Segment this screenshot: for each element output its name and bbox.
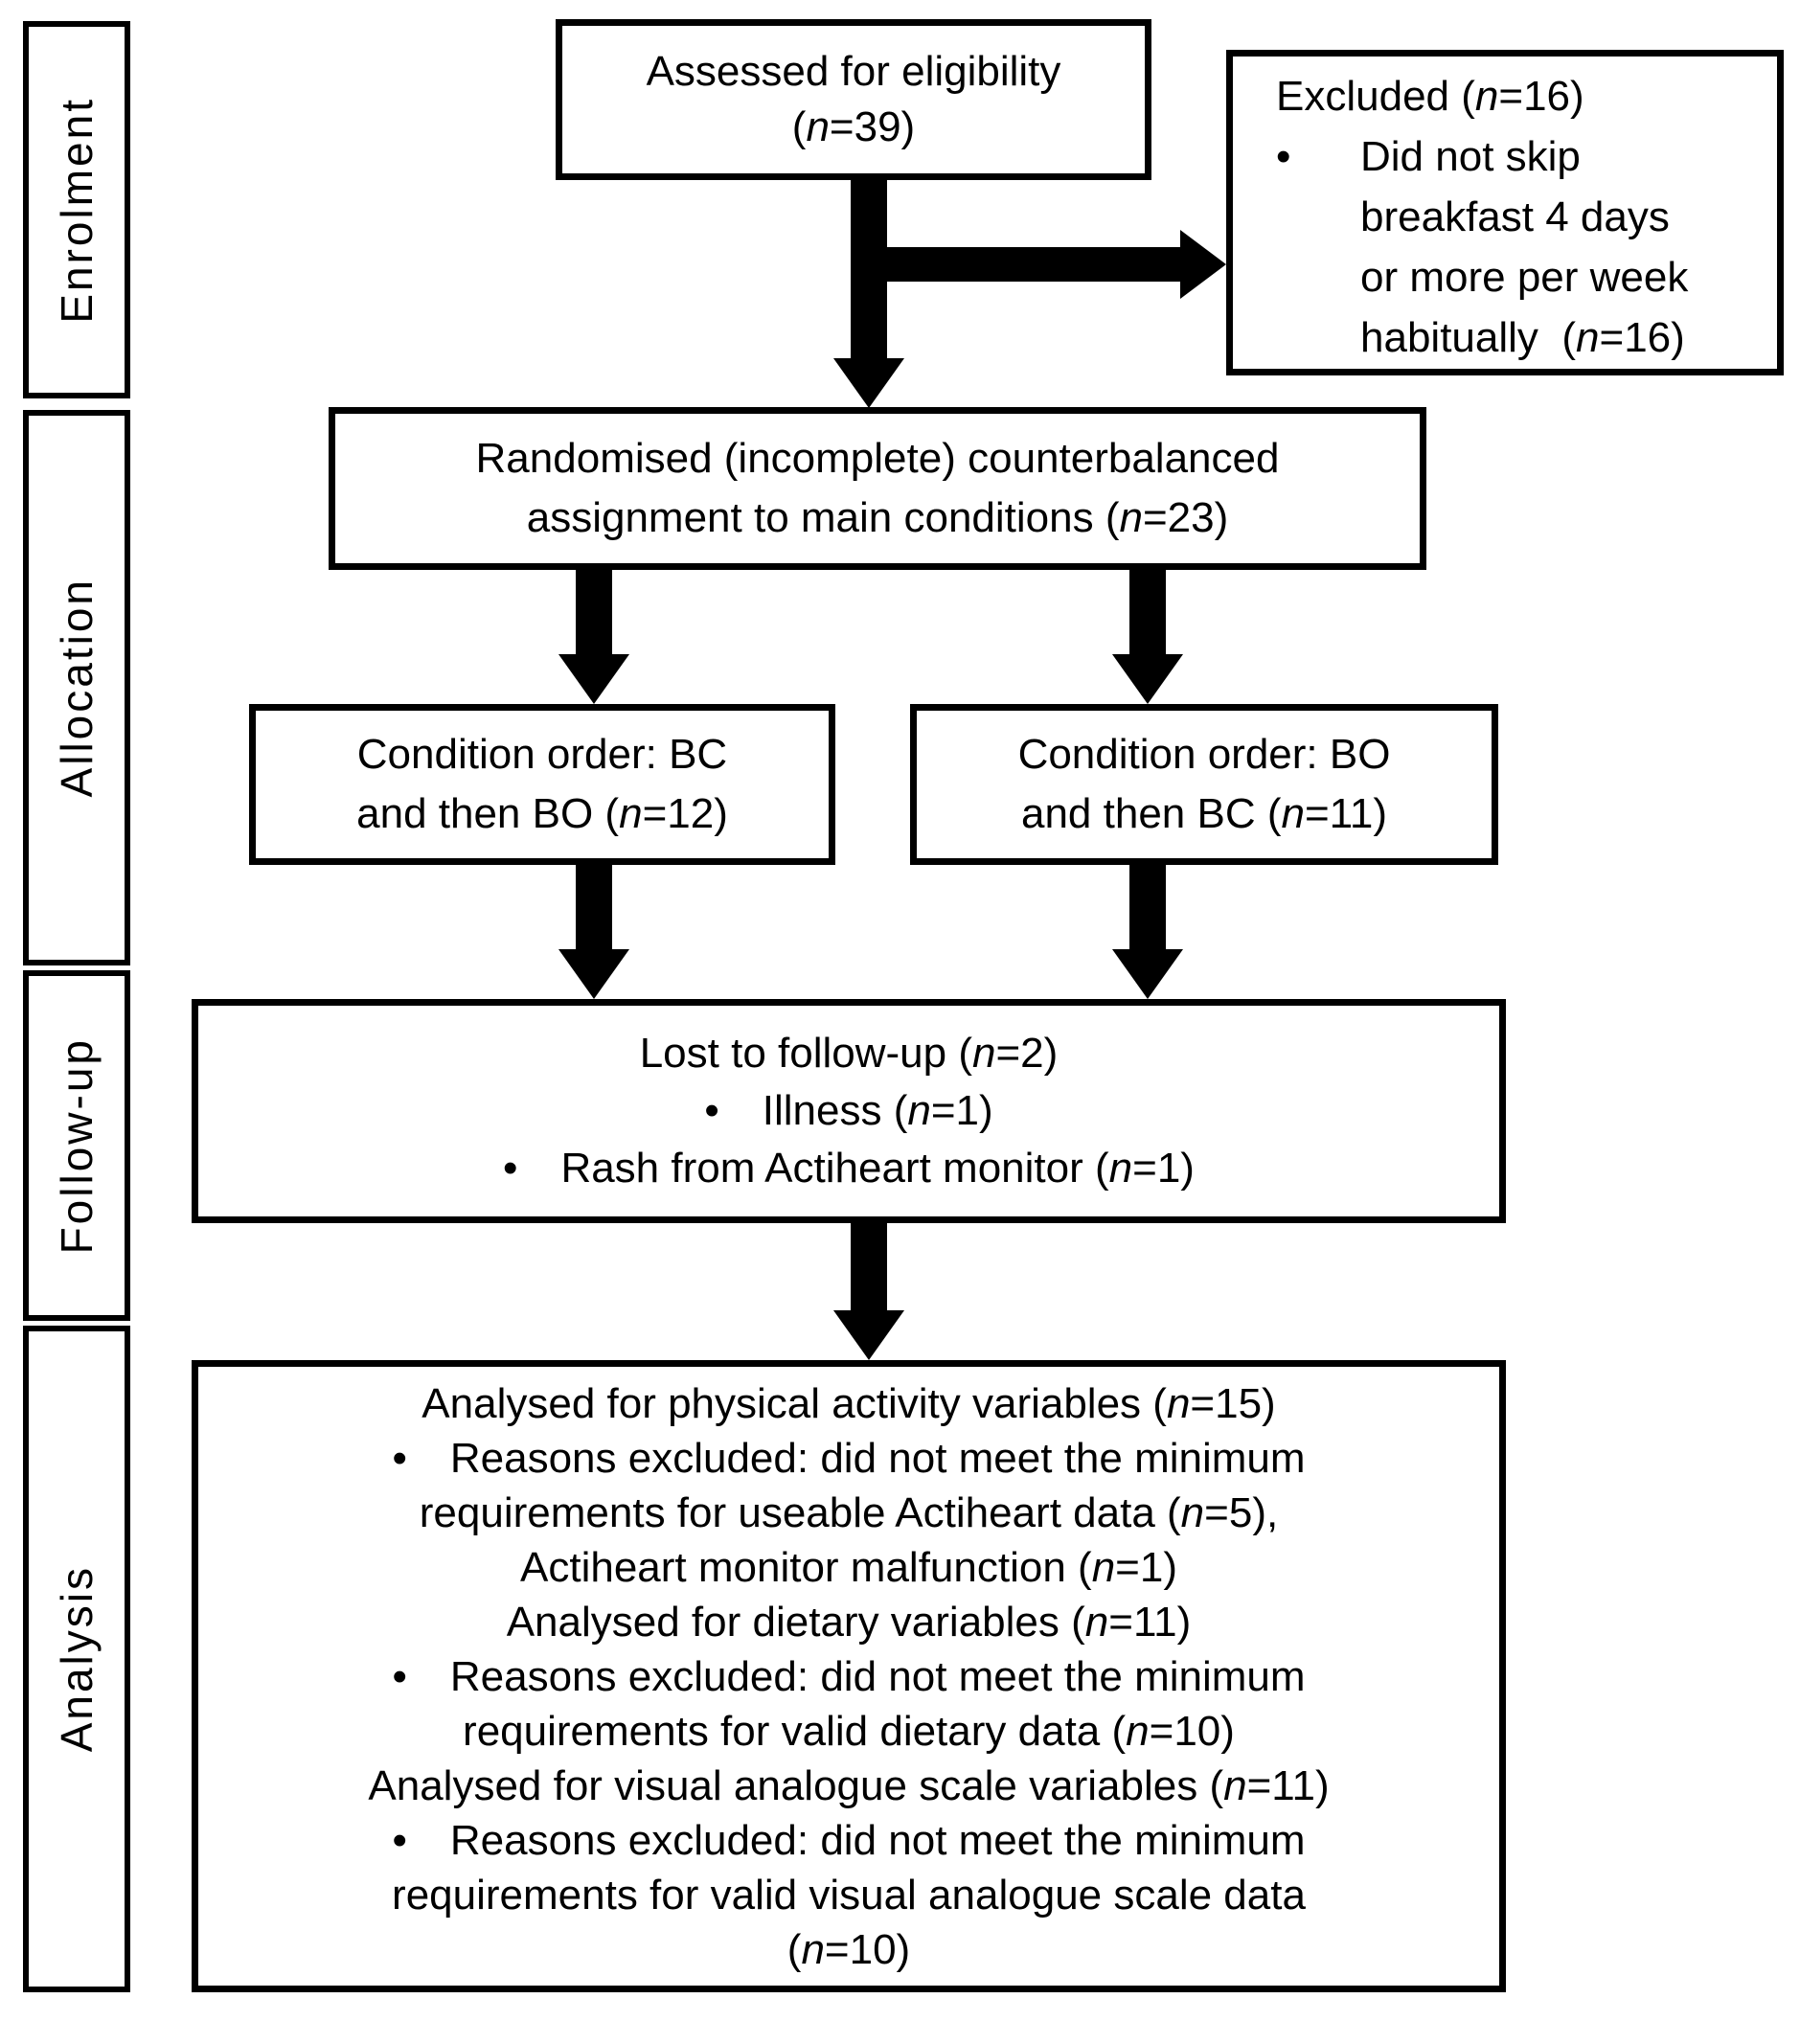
stage-label-analysis: Analysis <box>52 1565 102 1753</box>
assessed-for-eligibility-box: Assessed for eligibility (n=39) <box>556 19 1151 180</box>
text-line: Condition order: BO <box>1017 731 1391 778</box>
randomised-text: Randomised (incomplete) counterbalanced a… <box>335 429 1420 548</box>
bullet-icon: • <box>392 1434 407 1482</box>
stage-label-enrolment: Enrolment <box>52 96 102 324</box>
text-line: Analysed for visual analogue scale varia… <box>368 1761 1330 1809</box>
arrow-head-down-icon <box>833 358 904 408</box>
arrow-shaft <box>851 1221 887 1310</box>
lost-to-followup-box: Lost to follow-up (n=2) •Illness (n=1) •Ra… <box>192 999 1506 1223</box>
arrow-shaft <box>1129 863 1166 949</box>
text-line: Excluded (n=16) <box>1276 73 1584 120</box>
randomised-box: Randomised (incomplete) counterbalanced a… <box>329 407 1426 570</box>
bullet-icon: • <box>392 1652 407 1700</box>
arrow-shaft <box>1129 568 1166 654</box>
text-line: (n=39) <box>791 103 916 150</box>
stage-box-followup: Follow-up <box>23 970 130 1321</box>
bullet-icon: • <box>503 1145 518 1192</box>
excluded-box: Excluded (n=16) •Did not skip breakfast 4 … <box>1226 50 1784 375</box>
text-line: requirements for useable Actiheart data … <box>419 1488 1279 1536</box>
stage-box-enrolment: Enrolment <box>23 21 130 398</box>
text-line: and then BC (n=11) <box>1020 790 1387 837</box>
text-line: habitually (n=16) <box>1360 314 1685 361</box>
text-line: Condition order: BC <box>356 731 728 778</box>
text-line: •Illness (n=1) <box>704 1087 993 1134</box>
text-line: Lost to follow-up (n=2) <box>639 1030 1059 1077</box>
text-line: requirements for valid dietary data (n=1… <box>463 1707 1235 1755</box>
arrow-head-down-icon <box>1112 949 1183 999</box>
lost-to-followup-text: Lost to follow-up (n=2) •Illness (n=1) •Ra… <box>198 1025 1499 1197</box>
stage-box-allocation: Allocation <box>23 410 130 965</box>
arrow-shaft <box>862 247 1180 282</box>
arrow-head-down-icon <box>1112 654 1183 704</box>
arrow-head-down-icon <box>833 1310 904 1360</box>
text-line: •Rash from Actiheart monitor (n=1) <box>503 1145 1195 1192</box>
analysed-text: Analysed for physical activity variables… <box>198 1376 1499 1977</box>
bullet-icon: • <box>392 1816 407 1864</box>
stage-label-allocation: Allocation <box>52 578 102 798</box>
arrow-head-right-icon <box>1180 230 1226 299</box>
text-line: and then BO (n=12) <box>356 790 728 837</box>
text-line: Assessed for eligibility <box>646 48 1061 95</box>
text-line: (n=10) <box>786 1925 911 1973</box>
stage-label-followup: Follow-up <box>52 1036 102 1255</box>
text-line: assignment to main conditions (n=23) <box>526 494 1229 541</box>
condition-bo-bc-text: Condition order: BO and then BC (n=11) <box>917 725 1492 844</box>
text-line: requirements for valid visual analogue s… <box>392 1871 1306 1919</box>
text-line: •Reasons excluded: did not meet the mini… <box>392 1816 1306 1864</box>
arrow-head-down-icon <box>558 654 629 704</box>
text-line: Actiheart monitor malfunction (n=1) <box>520 1543 1177 1591</box>
text-line: •Reasons excluded: did not meet the mini… <box>392 1434 1306 1482</box>
arrow-shaft <box>576 568 612 654</box>
arrow-head-down-icon <box>558 949 629 999</box>
excluded-text: Excluded (n=16) •Did not skip breakfast 4 … <box>1276 66 1767 368</box>
condition-bc-bo-text: Condition order: BC and then BO (n=12) <box>256 725 829 844</box>
text-line: Analysed for dietary variables (n=11) <box>506 1598 1192 1646</box>
stage-box-analysis: Analysis <box>23 1326 130 1992</box>
text-line: or more per week <box>1360 254 1689 301</box>
text-line: breakfast 4 days <box>1360 193 1670 240</box>
condition-order-bc-bo-box: Condition order: BC and then BO (n=12) <box>249 704 835 865</box>
analysed-box: Analysed for physical activity variables… <box>192 1360 1506 1992</box>
condition-order-bo-bc-box: Condition order: BO and then BC (n=11) <box>910 704 1498 865</box>
text-line: Analysed for physical activity variables… <box>422 1379 1276 1427</box>
bullet-icon: • <box>704 1087 719 1134</box>
assessed-text: Assessed for eligibility (n=39) <box>562 44 1145 155</box>
text-line: •Reasons excluded: did not meet the mini… <box>392 1652 1306 1700</box>
text-line: Randomised (incomplete) counterbalanced <box>475 435 1280 482</box>
bullet-icon: • <box>1276 133 1291 180</box>
text-line: •Did not skip <box>1276 126 1767 187</box>
arrow-shaft <box>576 863 612 949</box>
